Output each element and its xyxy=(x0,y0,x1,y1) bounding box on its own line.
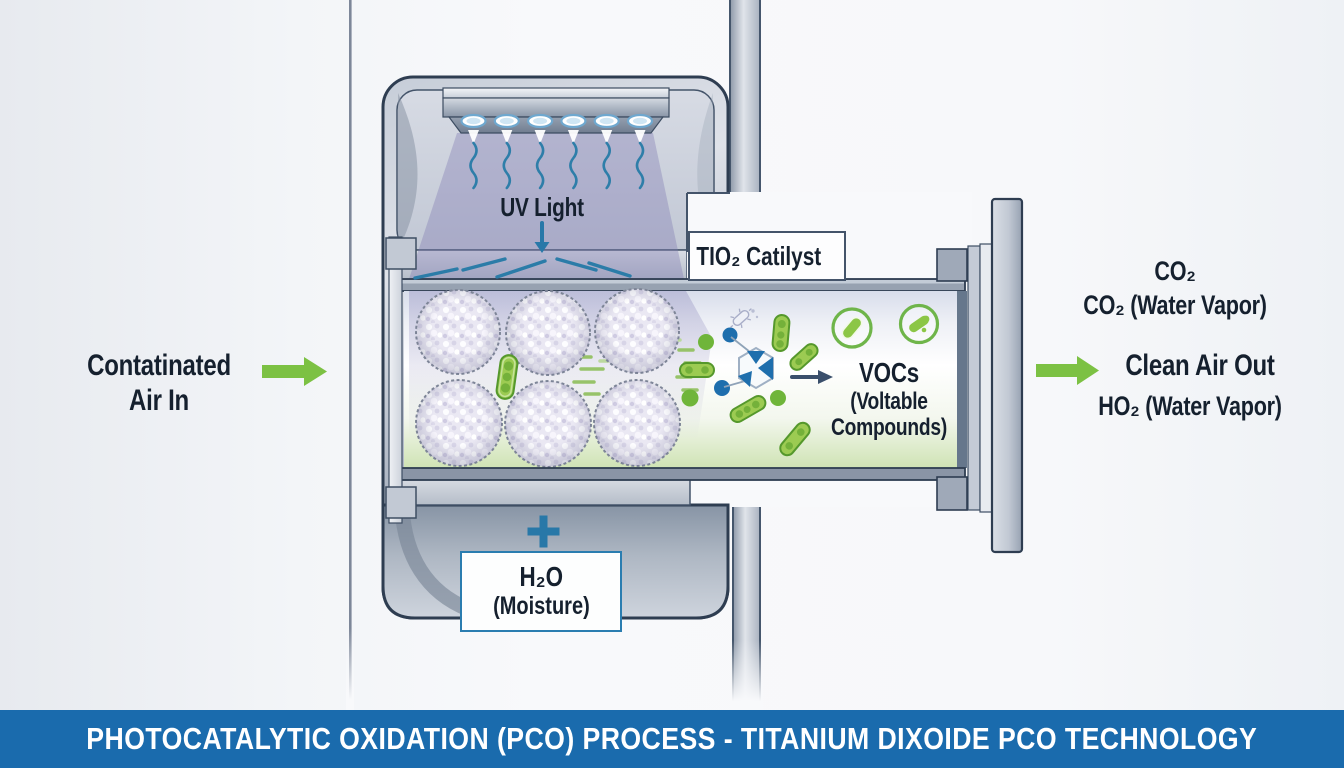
h2o-moisture-label: (Moisture) xyxy=(492,592,590,621)
outlet-flange xyxy=(936,197,1024,554)
vocs-sub2: Compounds) xyxy=(831,414,947,442)
chamber-flange-left xyxy=(385,236,417,524)
ho2-water-vapor-label: HO₂ (Water Vapor) xyxy=(1098,391,1282,421)
h2o-moisture-box: H₂O (Moisture) xyxy=(460,551,622,632)
filter-media-spheres xyxy=(415,288,681,468)
vocs-title: VOCs xyxy=(858,357,920,388)
wall-duct-right-top xyxy=(729,0,761,195)
air-out-arrow-icon xyxy=(1036,356,1099,385)
bacteria-capsule-icons xyxy=(495,314,819,457)
title-banner: PHOTOCATALYTIC OXIDATION (PCO) PROCESS -… xyxy=(0,710,1344,768)
inlet-line1: Contatinated xyxy=(87,349,231,382)
catalyst-chamber xyxy=(399,278,967,481)
particle-icons xyxy=(681,327,786,407)
microbe-badge-icon-2 xyxy=(898,303,940,345)
co2-label: CO₂ xyxy=(1154,256,1196,286)
microbe-badge-icon-1 xyxy=(831,307,873,349)
uv-rays-icon xyxy=(469,141,645,190)
tio2-catalyst-label: TIO₂ Catilyst xyxy=(696,240,822,271)
uv-reflection-marks xyxy=(413,257,632,280)
clean-air-out-label: Clean Air Out xyxy=(1125,349,1275,382)
inlet-line2: Air In xyxy=(129,384,189,418)
cutout-bottom xyxy=(690,477,942,507)
wall-edge-left xyxy=(349,0,352,706)
tio2-catalyst-callout: TIO₂ Catilyst xyxy=(688,231,846,281)
plus-icon xyxy=(527,515,560,548)
uv-light-cone xyxy=(409,133,684,279)
title-banner-text: PHOTOCATALYTIC OXIDATION (PCO) PROCESS -… xyxy=(86,721,1258,756)
uv-light-label: UV Light xyxy=(500,192,584,222)
reaction-arrow-icon xyxy=(790,370,833,384)
air-in-arrow-icon xyxy=(262,357,327,386)
uv-lamp-icons xyxy=(460,113,654,144)
virus-sketch-icon xyxy=(730,308,752,329)
vocs-sub1: (Voltable xyxy=(850,387,928,415)
uv-down-arrow-icon xyxy=(534,221,550,253)
contaminated-air-in-label: Contatinated Air In xyxy=(19,348,299,419)
vocs-label: VOCs (Voltable Compounds) xyxy=(783,357,995,442)
co2-water-vapor-label: CO₂ (Water Vapor) xyxy=(1083,290,1267,320)
molecule-icon xyxy=(723,336,774,390)
h2o-formula: H₂O xyxy=(519,561,563,593)
